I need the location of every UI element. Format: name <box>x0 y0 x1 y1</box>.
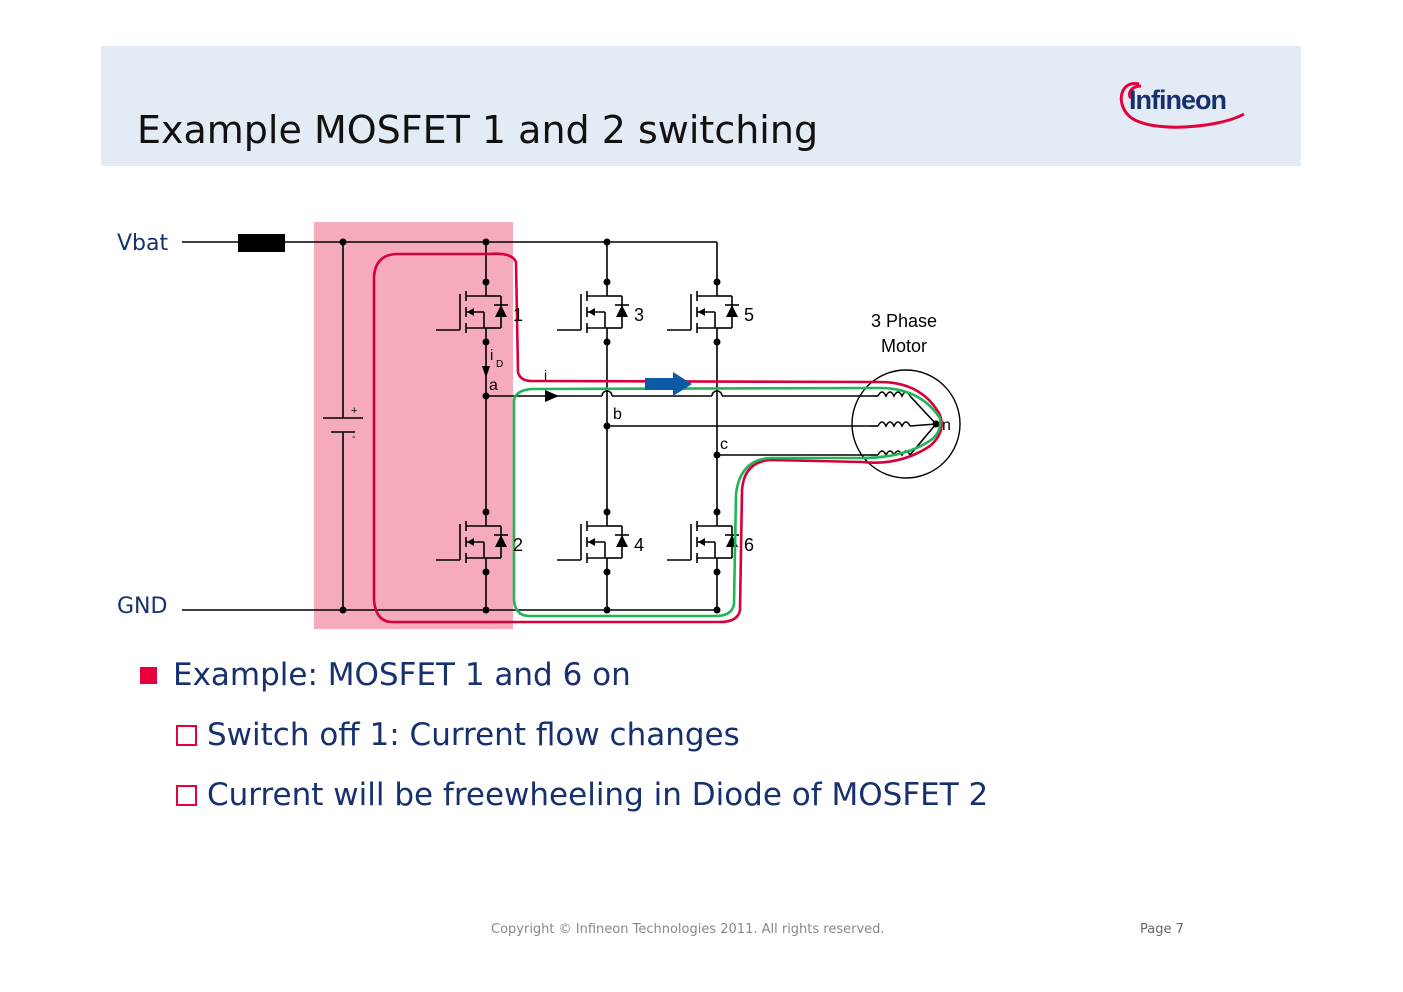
mosfet-3-label: 3 <box>634 305 644 325</box>
filled-square-bullet-icon <box>140 666 157 684</box>
highlight-region <box>314 222 513 629</box>
phase-current-label: i <box>544 367 547 383</box>
drain-current-arrow <box>482 366 490 378</box>
mosfet-3 <box>556 281 630 343</box>
motor-label-line2: Motor <box>881 336 927 356</box>
capacitor-plus: + <box>351 405 357 417</box>
node-n-label: n <box>942 417 951 434</box>
bullet-sub-2-text: Current will be freewheeling in Diode of… <box>207 777 989 813</box>
current-direction-arrow <box>645 372 692 396</box>
svg-text:Infineon: Infineon <box>1129 85 1226 115</box>
bullet-sub-1-text: Switch off 1: Current flow changes <box>207 717 740 753</box>
mosfet-4 <box>556 511 630 573</box>
phase-current-arrow <box>545 390 559 402</box>
infineon-logo: Infineon <box>1119 82 1245 129</box>
gnd-label: GND <box>117 594 167 619</box>
node-b-label: b <box>613 406 622 423</box>
node-c-label: c <box>720 436 728 453</box>
bullet-sub-2: Current will be freewheeling in Diode of… <box>176 770 988 820</box>
bullet-sub-1: Switch off 1: Current flow changes <box>176 710 988 760</box>
drain-current-sub: D <box>496 359 503 370</box>
mosfet-6 <box>666 511 740 573</box>
bullet-main: Example: MOSFET 1 and 6 on <box>140 650 988 700</box>
mosfet-4-label: 4 <box>634 535 644 555</box>
node-a-label: a <box>489 377 498 394</box>
drain-current-label: i <box>490 347 493 364</box>
mosfet-2-label: 2 <box>513 535 523 555</box>
slide-title: Example MOSFET 1 and 2 switching <box>137 108 819 152</box>
fuse <box>238 234 285 252</box>
copyright-text: Copyright © Infineon Technologies 2011. … <box>491 922 885 937</box>
vbat-label: Vbat <box>117 231 168 256</box>
mosfet-5 <box>666 281 740 343</box>
current-path-green <box>512 386 942 618</box>
bullet-list: Example: MOSFET 1 and 6 on Switch off 1:… <box>140 650 988 820</box>
mosfet-1-label: 1 <box>513 305 523 325</box>
capacitor-minus: - <box>352 431 356 443</box>
bullet-main-text: Example: MOSFET 1 and 6 on <box>173 657 631 693</box>
page-number: Page 7 <box>1140 922 1184 937</box>
current-path-red <box>372 252 943 624</box>
open-square-bullet-icon <box>176 784 197 806</box>
slide-header: Example MOSFET 1 and 2 switching Infineo… <box>101 46 1301 166</box>
open-square-bullet-icon <box>176 724 197 746</box>
mosfet-6-label: 6 <box>744 535 754 555</box>
motor-label-line1: 3 Phase <box>871 311 937 331</box>
mosfet-5-label: 5 <box>744 305 754 325</box>
